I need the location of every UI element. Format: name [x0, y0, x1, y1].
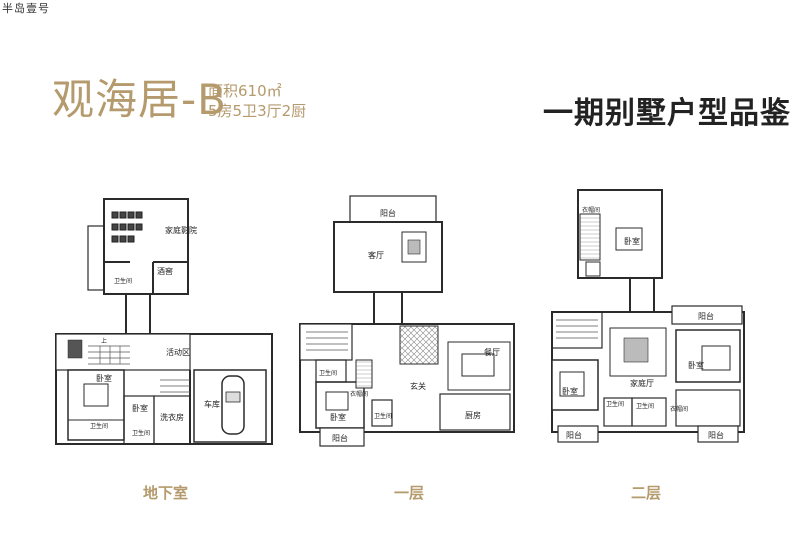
room-label-living: 客厅 — [368, 250, 384, 260]
room-label-closet-bottom: 衣帽间 — [670, 405, 688, 413]
room-label-dining: 餐厅 — [484, 348, 500, 357]
page-heading: 一期别墅户型品鉴 — [543, 96, 791, 131]
room-label-laundry: 洗衣房 — [160, 412, 184, 422]
basement-plan — [55, 198, 273, 445]
room-label-bath-mid: 卫生间 — [132, 429, 150, 437]
caption-first-floor: 一层 — [394, 484, 425, 502]
room-label-balcony-bl: 阳台 — [566, 430, 582, 440]
brand-name: 半岛壹号 — [2, 2, 50, 15]
model-title: 观海居-B — [52, 75, 227, 124]
floor-area: 面积610㎡ — [208, 82, 282, 100]
room-label-bath-b: 卫生间 — [636, 402, 654, 410]
room-label-bath2-first: 卫生间 — [374, 412, 392, 420]
caption-basement: 地下室 — [143, 484, 189, 502]
room-label-family: 家庭厅 — [630, 378, 654, 388]
room-label-bath-a: 卫生间 — [606, 400, 624, 408]
room-label-closet-top: 衣帽间 — [582, 206, 600, 214]
room-label-garage: 车库 — [204, 399, 220, 409]
room-label-bedroom-right: 卧室 — [688, 360, 704, 370]
room-label-theater: 家庭影院 — [165, 225, 197, 235]
room-label-bedroom2: 卧室 — [132, 403, 148, 413]
room-config: 5房5卫3厅2厨 — [208, 102, 307, 120]
room-label-bedroom-top: 卧室 — [624, 236, 640, 246]
room-label-closet-first: 衣帽间 — [350, 390, 368, 398]
room-label-balcony-br: 阳台 — [708, 430, 724, 440]
second-floor-plan — [551, 189, 745, 443]
room-label-wine: 酒窖 — [157, 266, 173, 276]
room-label-bath-left: 卫生间 — [90, 422, 108, 430]
first-floor-plan — [299, 195, 515, 447]
room-label-kitchen: 厨房 — [465, 410, 481, 420]
room-label-bath-top: 卫生间 — [114, 277, 132, 285]
room-label-balcony-right: 阳台 — [698, 311, 714, 321]
room-label-balcony-bottom: 阳台 — [332, 433, 348, 443]
room-label-balcony-top: 阳台 — [380, 208, 396, 218]
room-label-activity: 活动区 — [166, 347, 190, 357]
room-label-bedroom-left: 卧室 — [562, 386, 578, 396]
room-label-foyer: 玄关 — [410, 381, 426, 391]
caption-second-floor: 二层 — [631, 484, 662, 502]
room-label-bath-first: 卫生间 — [319, 369, 337, 377]
stair-up-label: 上 — [101, 337, 107, 345]
room-label-bedroom-first: 卧室 — [330, 412, 346, 422]
room-label-bedroom: 卧室 — [96, 373, 112, 383]
